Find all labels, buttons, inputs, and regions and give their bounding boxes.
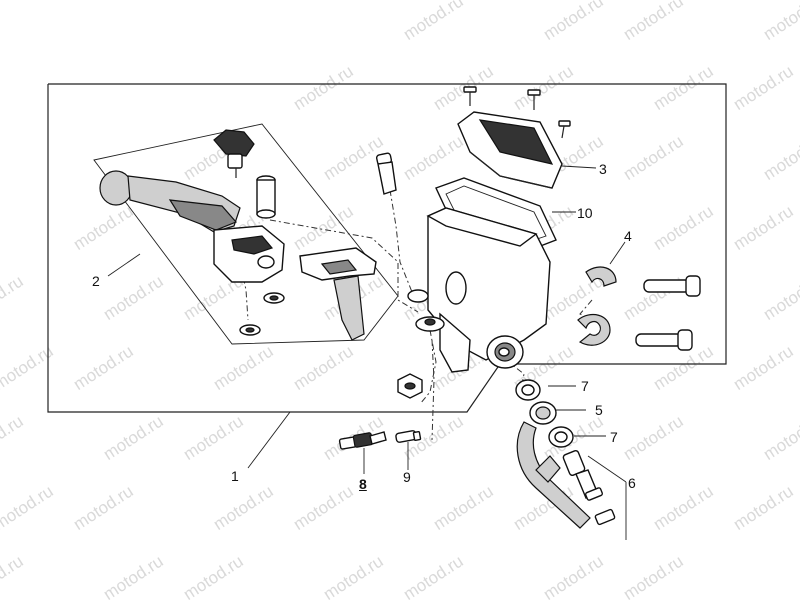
callout-4: 4 xyxy=(624,228,632,244)
callout-6: 6 xyxy=(628,475,636,491)
callout-3: 3 xyxy=(599,161,607,177)
handlebar-clamp xyxy=(577,266,617,346)
brake-lever xyxy=(99,170,285,283)
callout-7-lower: 7 xyxy=(610,429,618,445)
callout-8: 8 xyxy=(359,476,367,492)
master-cylinder-body xyxy=(407,207,551,373)
lever-subassembly-outline xyxy=(93,123,399,345)
clamp-bolts xyxy=(635,275,701,351)
callout-7-upper: 7 xyxy=(581,378,589,394)
callout-5: 5 xyxy=(595,402,603,418)
brake-light-switch xyxy=(338,431,387,450)
adjuster-knob xyxy=(213,129,255,178)
pivot-bolt xyxy=(375,152,397,195)
washers-and-nuts xyxy=(239,292,423,399)
callout-9: 9 xyxy=(403,469,411,485)
pin-9 xyxy=(395,430,422,443)
lever-pin xyxy=(256,175,276,219)
cap-screws xyxy=(463,86,571,139)
callout-2: 2 xyxy=(92,273,100,289)
reservoir-cap xyxy=(457,111,563,189)
callout-1: 1 xyxy=(231,468,239,484)
brake-hose-parts xyxy=(515,379,591,529)
banjo-bolt xyxy=(562,450,616,526)
callout-10: 10 xyxy=(577,205,593,221)
switch-actuator xyxy=(299,247,377,341)
leader-lines xyxy=(107,165,627,540)
assembly-outline xyxy=(47,83,727,413)
